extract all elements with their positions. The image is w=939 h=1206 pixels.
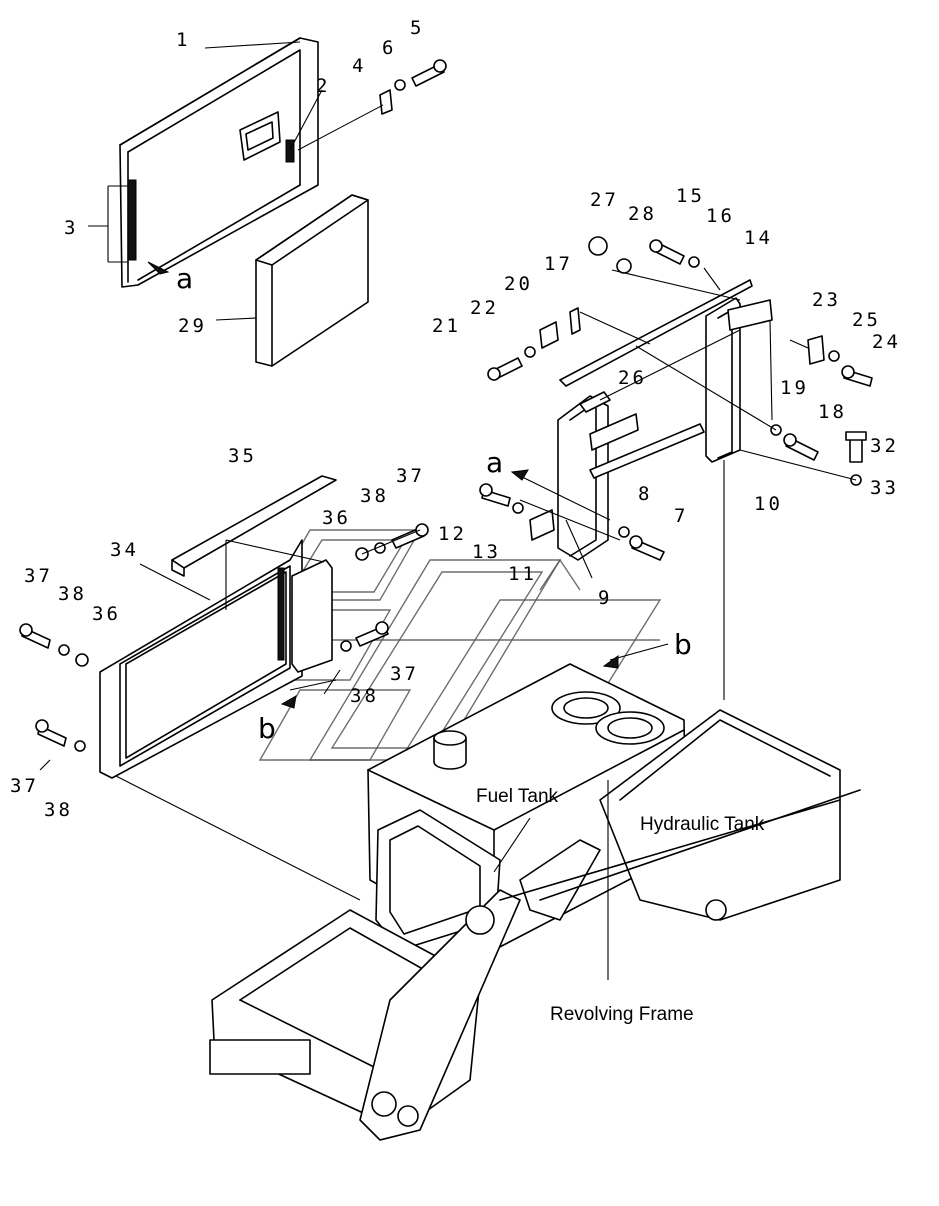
callout-11: 11 [508,563,537,585]
marker-b-right: b [674,628,692,661]
right-fasteners [479,236,873,561]
callout-36-left: 36 [92,603,121,625]
callout-2: 2 [316,75,330,97]
arrow-b2-head [280,695,297,709]
callout-28: 28 [628,203,657,225]
callout-33: 33 [870,477,899,499]
callout-36-upper: 36 [322,507,351,529]
caption-fuel-tank: Fuel Tank [476,786,559,807]
arrow-b1-head [602,655,619,669]
callout-labels: 1 2 3 4 5 6 7 8 9 10 11 12 13 14 15 16 1… [10,17,901,821]
direction-markers: a a b b [176,262,692,745]
callout-38-mid: 38 [350,685,379,707]
callout-21: 21 [432,315,461,337]
callout-32: 32 [870,435,899,457]
callout-24: 24 [872,331,901,353]
callout-35: 35 [228,445,257,467]
caption-revolving-frame: Revolving Frame [550,1004,694,1025]
part-34-35-panel [19,475,429,779]
callout-38-upper: 38 [360,485,389,507]
arrow-a2-head [510,469,529,481]
callout-25: 25 [852,309,881,331]
marker-a-mid: a [486,446,503,479]
marker-a-top: a [176,262,193,295]
callout-15: 15 [676,185,705,207]
callout-1: 1 [176,29,190,51]
callout-26: 26 [618,367,647,389]
callout-34: 34 [110,539,139,561]
callout-23: 23 [812,289,841,311]
leader-lines [39,41,857,980]
bracket-assembly [529,279,773,561]
tank-and-frame-assembly [209,663,861,1141]
callout-19: 19 [780,377,809,399]
callout-17: 17 [544,253,573,275]
callout-13: 13 [472,541,501,563]
callout-6: 6 [382,37,396,59]
direction-arrows [147,261,619,709]
callout-4: 4 [352,55,366,77]
callout-3: 3 [64,217,78,239]
callout-12: 12 [438,523,467,545]
callout-8: 8 [638,483,652,505]
callout-29: 29 [178,315,207,337]
callout-27: 27 [590,189,619,211]
callout-16: 16 [706,205,735,227]
callout-37-lower: 37 [10,775,39,797]
callout-9: 9 [598,587,612,609]
callout-37-upper: 37 [396,465,425,487]
callout-7: 7 [674,505,688,527]
callout-14: 14 [744,227,773,249]
caption-hydraulic-tank: Hydraulic Tank [640,814,765,835]
callout-37-left: 37 [24,565,53,587]
part-1-cover [119,37,319,288]
part-29-pad [255,194,369,367]
top-fasteners [297,59,447,151]
callout-10: 10 [754,493,783,515]
marker-b-left: b [258,712,276,745]
captions: Fuel Tank Hydraulic Tank Revolving Frame [476,786,765,1025]
callout-18: 18 [818,401,847,423]
callout-5: 5 [410,17,424,39]
callout-38-left: 38 [58,583,87,605]
callout-20: 20 [504,273,533,295]
arrow-a1-head [147,261,170,275]
callout-37-mid: 37 [390,663,419,685]
callout-22: 22 [470,297,499,319]
callout-38-lower: 38 [44,799,73,821]
